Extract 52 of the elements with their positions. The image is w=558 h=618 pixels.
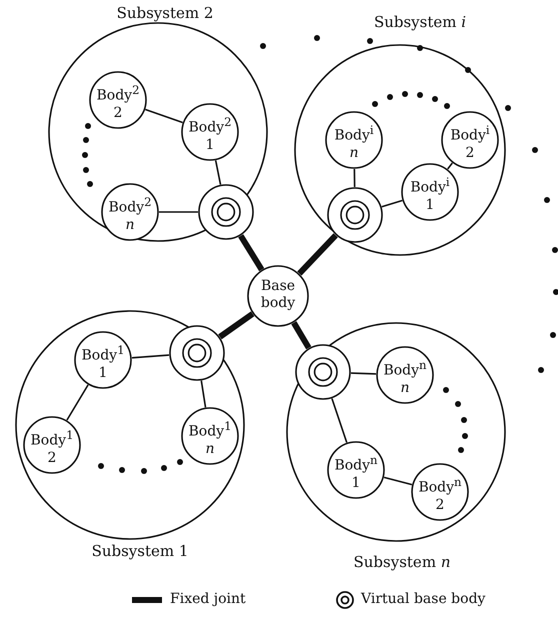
fixed-joint-line	[297, 233, 338, 276]
connector-line	[132, 354, 170, 359]
connector-line	[331, 398, 348, 443]
connector-line	[447, 162, 453, 170]
body-circle	[327, 441, 385, 499]
legend-text: Fixed joint	[170, 591, 246, 607]
body-label: Body$^{2}$ 2	[95, 82, 140, 122]
body-circle	[401, 163, 459, 221]
fixed-joint-line	[238, 234, 264, 272]
subsystem-heading: Subsystem 1	[90, 541, 190, 561]
connector-line	[382, 200, 402, 208]
body-circle	[325, 111, 383, 169]
connector-line	[200, 380, 206, 408]
fixed-joint-line	[218, 311, 254, 340]
body-label: Body$^{1}$ 2	[29, 427, 74, 467]
body-label: Body$^{i}$ 2	[449, 122, 491, 162]
body-circle	[376, 346, 434, 404]
body-label: Body$^{n}$ 2	[417, 474, 463, 514]
body-circle	[411, 463, 469, 521]
body-label: Body$^{1}$ 1	[80, 342, 126, 382]
virtual-base-body-ring	[295, 344, 351, 400]
connector-line	[214, 160, 222, 185]
legend-text: Virtual base body	[361, 591, 486, 607]
body-circle	[101, 183, 159, 241]
body-circle	[181, 103, 239, 161]
virtual-base-body-ring	[327, 187, 383, 243]
body-label: Body$^{n}$ n	[382, 357, 428, 397]
body-label: Body$^{n}$ 1	[333, 452, 379, 492]
subsystem-heading: Subsystem 2	[116, 3, 214, 23]
fixed-joint-line	[291, 321, 312, 350]
body-circle	[181, 407, 239, 465]
connector-line	[354, 168, 356, 187]
subsystem-heading: Subsystem n	[352, 552, 452, 572]
base-body-circle	[247, 265, 309, 327]
body-label: Body$^{i}$ n	[333, 122, 375, 162]
subsystem-heading: Subsystem i	[372, 12, 468, 32]
body-label: Body$^{1}$ n	[187, 418, 232, 458]
body-label: Body$^{i}$ 1	[409, 174, 451, 214]
body-label: Body$^{2}$ n	[107, 194, 152, 234]
body-label: Body$^{2}$ 1	[187, 114, 232, 154]
body-circle	[441, 111, 499, 169]
body-circle	[74, 331, 132, 389]
virtual-base-body-ring	[169, 325, 225, 381]
body-circle	[23, 416, 81, 474]
body-label: Base body	[260, 278, 296, 312]
connector-line	[159, 211, 198, 213]
virtual-base-body-ring	[198, 184, 254, 240]
connector-line	[350, 372, 376, 375]
connector-line	[66, 384, 89, 421]
connector-line	[145, 108, 183, 124]
body-circle	[89, 71, 147, 129]
connector-line	[384, 476, 412, 486]
